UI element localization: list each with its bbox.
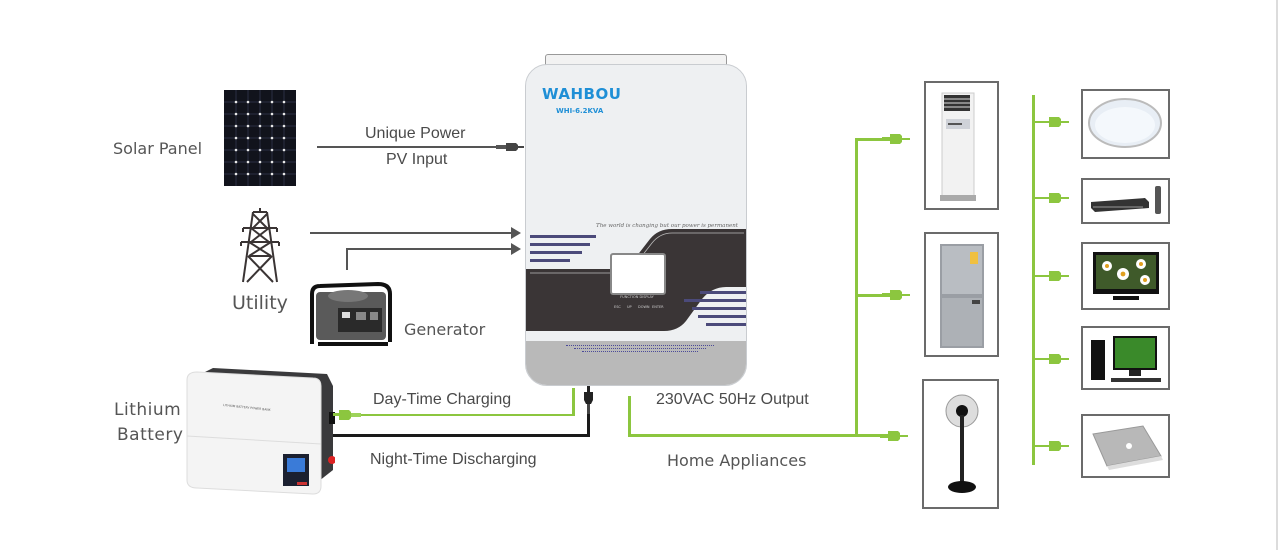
appliance-desktop-computer [1081, 326, 1170, 390]
battery-label-line1: Lithium [114, 400, 182, 420]
utility-tower-icon [240, 208, 280, 283]
inverter-slogan: The world is changing but our power is p… [596, 223, 738, 229]
inverter-button-enter[interactable]: ENTER [652, 305, 664, 309]
utility-wire [310, 232, 514, 234]
solar-panel-icon [224, 90, 296, 186]
desktop-computer-icon [1091, 336, 1161, 382]
ceiling-light-icon [1088, 98, 1162, 148]
day-charging-label: Day-Time Charging [373, 391, 512, 408]
pv-input-wire [317, 146, 502, 148]
night-discharging-wire [333, 434, 590, 437]
inverter-lcd-display [610, 253, 666, 295]
generator-icon [310, 281, 392, 346]
battery-black-plug-icon [584, 386, 593, 414]
output-wire-vertical [628, 396, 631, 437]
left-appliance-bus [855, 138, 858, 437]
laptop-plug-icon [1035, 441, 1069, 451]
ac-branch-wire [855, 138, 885, 141]
generator-arrow-icon [511, 243, 521, 255]
fridge-plug-icon [882, 290, 910, 300]
inverter-model: WHI-6.2KVA [556, 107, 604, 115]
battery-green-plug-icon [333, 410, 361, 420]
svg-text:LITHIUM BATTERY POWER BANK: LITHIUM BATTERY POWER BANK [223, 403, 272, 412]
home-appliances-label: Home Appliances [667, 451, 807, 470]
ac-plug-icon [882, 134, 910, 144]
day-charging-wire [338, 414, 574, 416]
fan-plug-icon [880, 431, 908, 441]
function-display-label: FUNCTION DISPLAY [620, 295, 654, 299]
inverter: WAHBOU WHI-6.2KVA The world is changing … [525, 64, 747, 386]
appliance-laptop [1081, 414, 1170, 478]
air-conditioner-icon [940, 92, 976, 201]
generator-label: Generator [404, 320, 486, 339]
output-label: 230VAC 50Hz Output [656, 391, 809, 408]
dvd-player-icon [1091, 186, 1161, 214]
pv-label-line2: PV Input [386, 151, 448, 168]
inverter-button-up[interactable]: UP [627, 305, 632, 309]
appliance-refrigerator [924, 232, 999, 357]
appliance-dvd-player [1081, 178, 1170, 224]
light-plug-icon [1035, 117, 1069, 127]
inverter-button-down[interactable]: DOWN [638, 305, 650, 309]
lithium-battery-icon: LITHIUM BATTERY POWER BANK [186, 368, 335, 495]
appliance-ceiling-light [1081, 89, 1170, 159]
day-charging-wire-vertical [572, 388, 575, 416]
stand-fan-icon [945, 394, 979, 493]
dvd-plug-icon [1035, 193, 1069, 203]
pv-plug-icon [496, 143, 524, 151]
inverter-button-esc[interactable]: ESC [614, 305, 621, 309]
utility-label: Utility [232, 292, 288, 314]
appliance-air-conditioner [924, 81, 999, 210]
appliance-tv [1081, 242, 1170, 310]
output-wire-horizontal [628, 434, 890, 437]
page-right-border [1276, 0, 1278, 550]
generator-wire-vertical [346, 248, 348, 270]
utility-arrow-icon [511, 227, 521, 239]
fridge-branch-wire [855, 294, 885, 297]
computer-plug-icon [1035, 354, 1069, 364]
solar-panel-label: Solar Panel [113, 139, 203, 158]
appliance-stand-fan [922, 379, 999, 509]
inverter-bottom-vent [526, 341, 746, 385]
laptop-icon [1092, 425, 1163, 470]
battery-label-line2: Battery [117, 425, 184, 445]
inverter-brand: WAHBOU [542, 85, 622, 103]
generator-wire [346, 248, 514, 250]
tv-plug-icon [1035, 271, 1069, 281]
tv-icon [1093, 252, 1159, 300]
refrigerator-icon [940, 244, 984, 348]
night-discharging-label: Night-Time Discharging [370, 451, 537, 468]
right-appliance-bus [1032, 95, 1035, 465]
pv-label-line1: Unique Power [365, 125, 466, 142]
